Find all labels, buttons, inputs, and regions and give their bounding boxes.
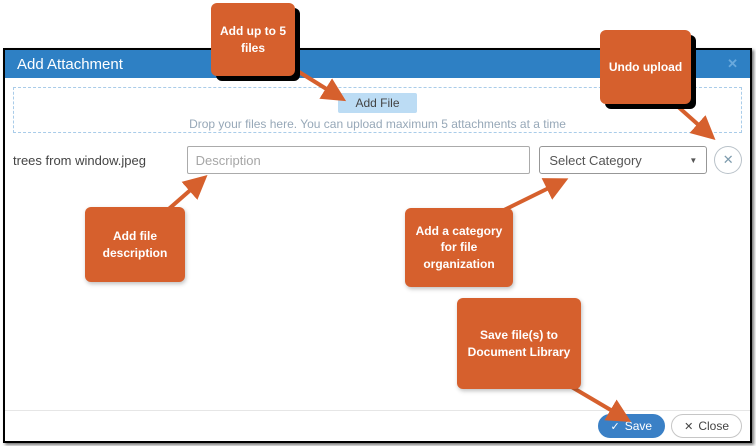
callout-add-file-description: Add file description — [85, 207, 185, 282]
category-select[interactable]: Select Category ▼ — [539, 146, 708, 174]
callout-text: Add up to 5 files — [220, 24, 286, 55]
callout-add-up-to-5-files: Add up to 5 files — [211, 3, 295, 76]
attachment-filename: trees from window.jpeg — [13, 152, 146, 168]
callout-add-category: Add a category for file organization — [405, 208, 513, 287]
callout-text: Add file description — [102, 229, 168, 260]
dialog-title: Add Attachment — [17, 55, 123, 73]
close-icon: ✕ — [722, 152, 734, 167]
close-icon: ✕ — [684, 420, 694, 433]
close-button[interactable]: ✕ Close — [671, 414, 742, 438]
callout-undo-upload: Undo upload — [600, 30, 691, 104]
category-select-value: Select Category — [549, 152, 642, 168]
file-dropzone[interactable]: Add File Drop your files here. You can u… — [13, 87, 742, 133]
add-attachment-dialog: Add Attachment ✕ Add File Drop your file… — [3, 48, 752, 443]
save-button-label: Save — [624, 419, 653, 433]
callout-save-files: Save file(s) to Document Library — [457, 298, 581, 389]
callout-text: Save file(s) to Document Library — [467, 328, 571, 359]
save-button[interactable]: ✓ Save — [597, 414, 666, 438]
dialog-close-icon[interactable]: ✕ — [727, 56, 738, 71]
close-button-label: Close — [698, 419, 729, 433]
description-input[interactable] — [186, 146, 531, 174]
dialog-footer: ✓ Save ✕ Close — [5, 410, 750, 441]
callout-text: Add a category for file organization — [415, 224, 503, 271]
callout-text: Undo upload — [608, 59, 683, 74]
undo-upload-button[interactable]: ✕ — [714, 146, 742, 174]
chevron-down-icon: ▼ — [689, 155, 698, 165]
check-icon: ✓ — [610, 420, 620, 433]
dropzone-hint: Drop your files here. You can upload max… — [189, 117, 566, 131]
add-file-button[interactable]: Add File — [338, 93, 417, 113]
attachment-row: trees from window.jpeg Select Category ▼… — [13, 146, 742, 174]
